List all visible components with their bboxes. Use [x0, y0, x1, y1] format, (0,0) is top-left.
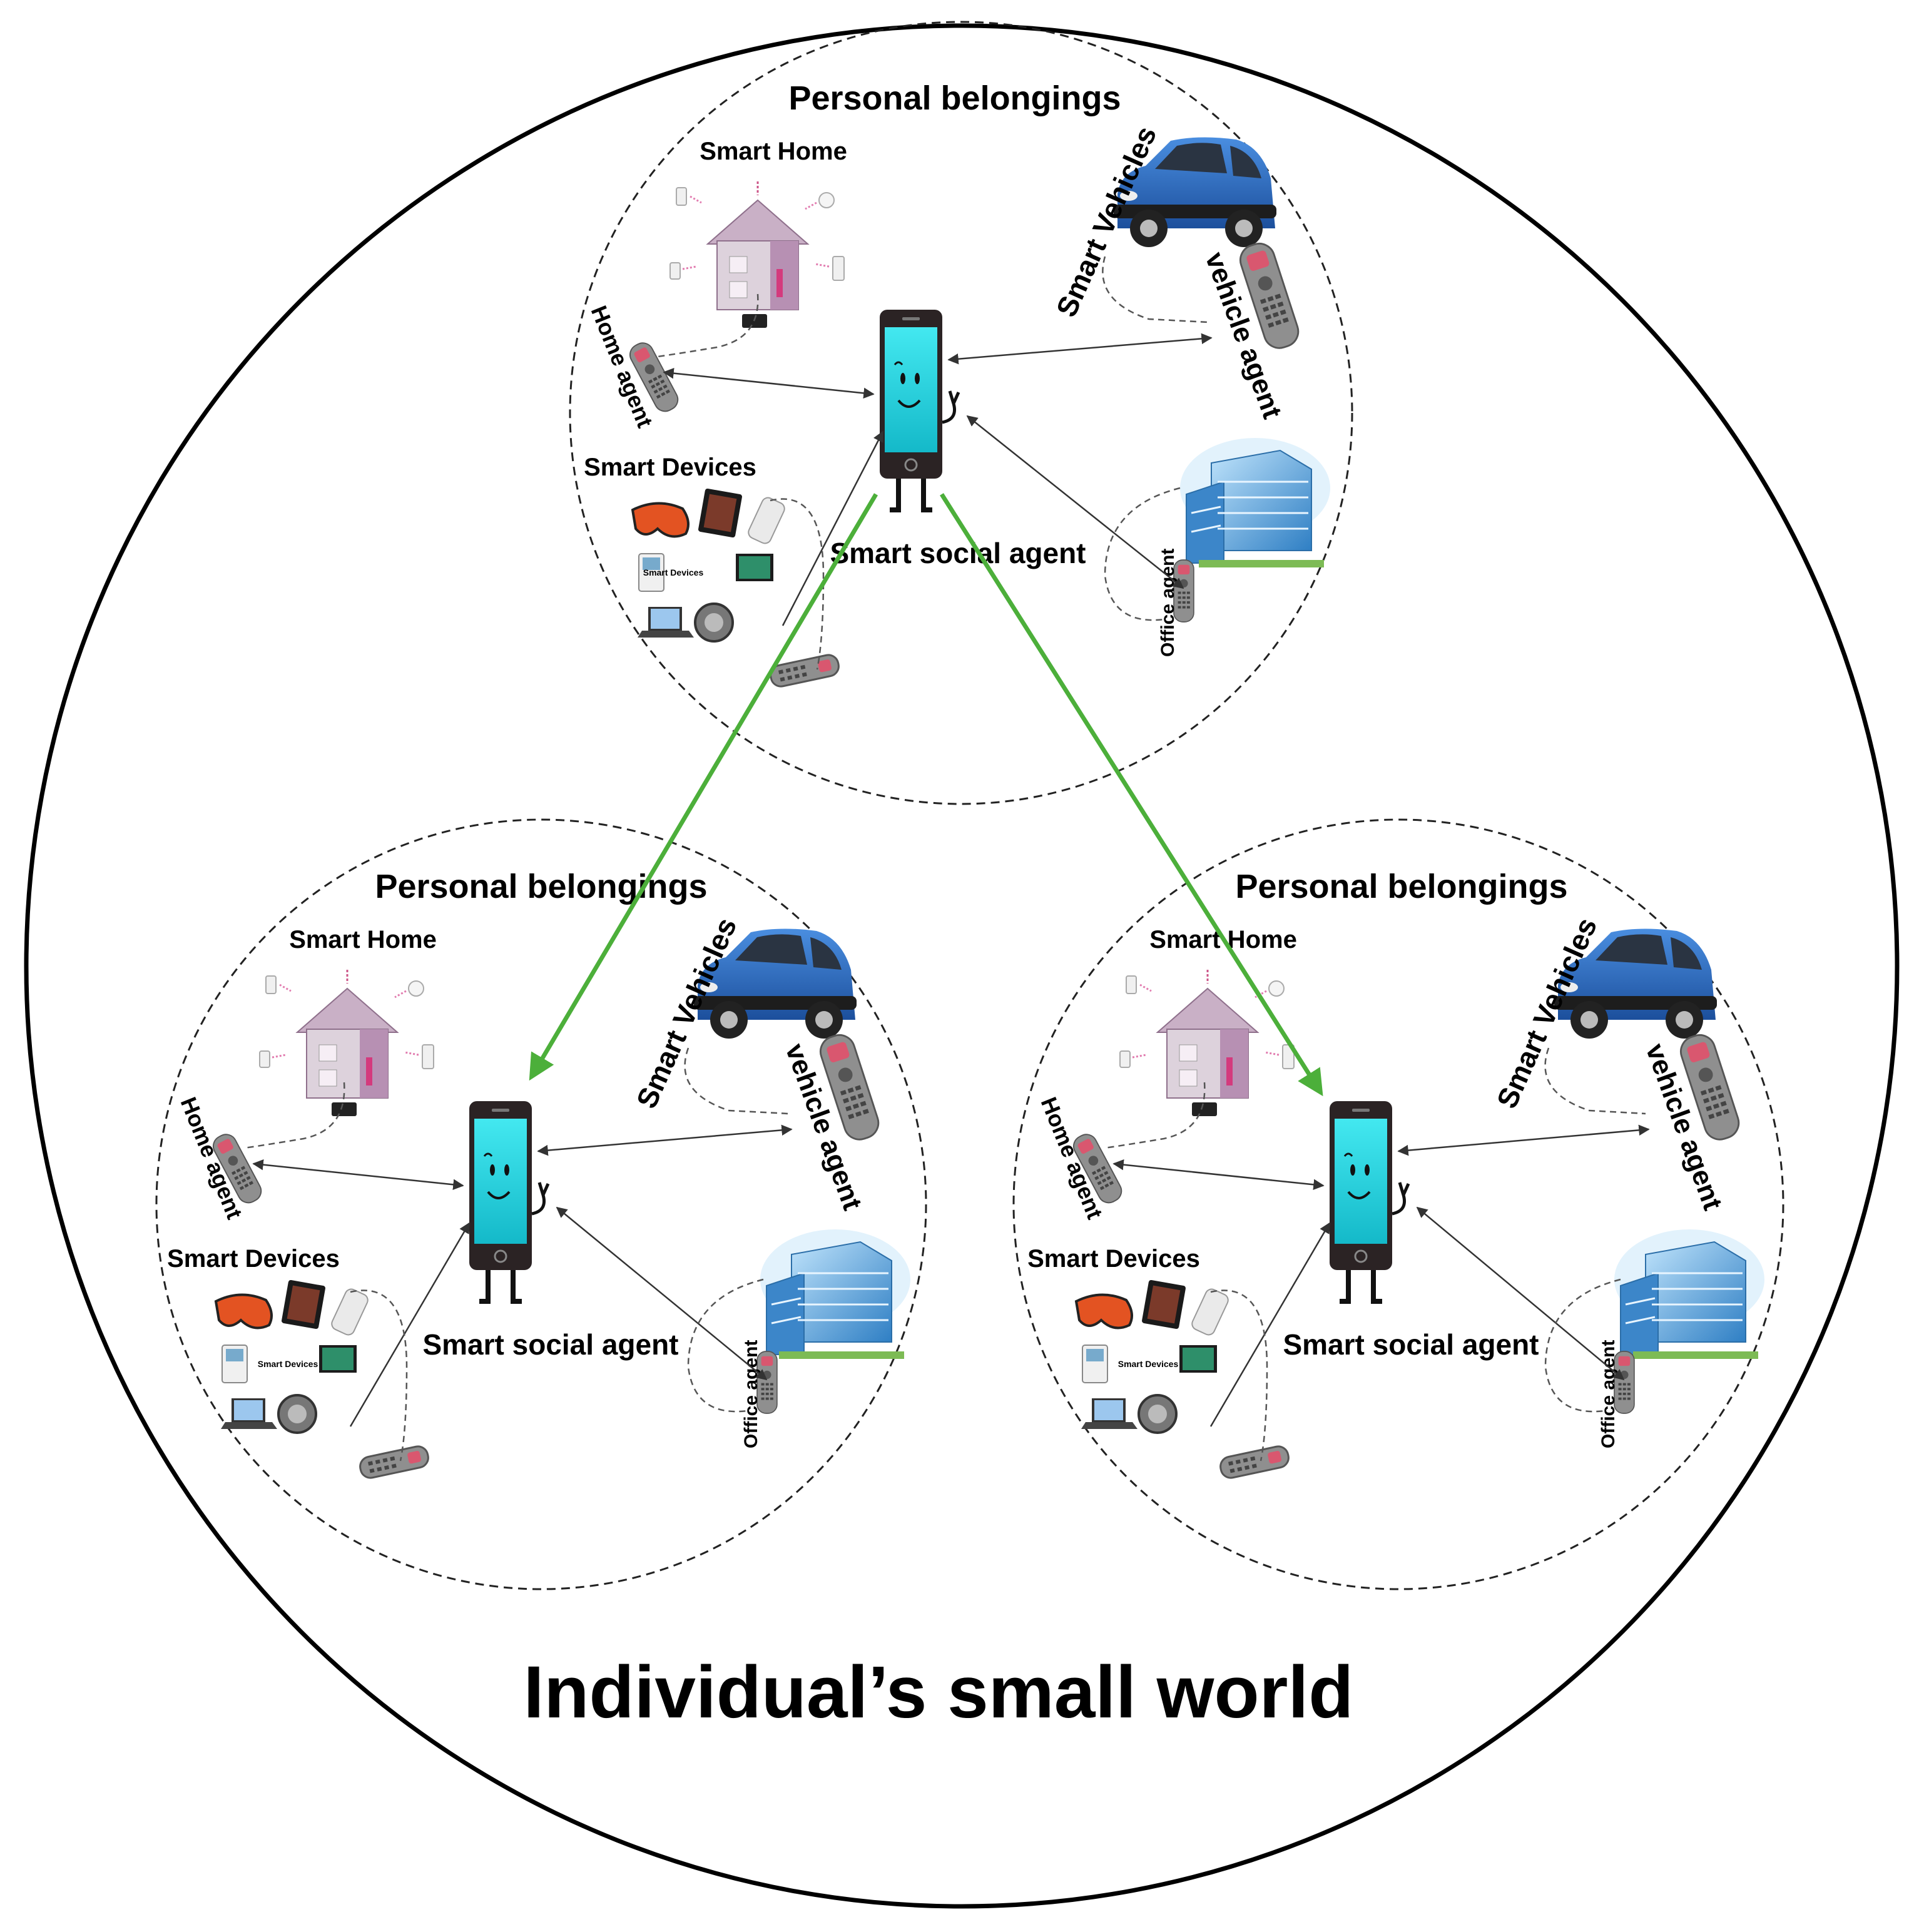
smart-home-label: Smart Home: [289, 926, 437, 953]
smart-devices-panel-label: Smart Devices: [258, 1359, 318, 1369]
small-world-boundary: [24, 23, 1900, 1909]
home-dash-link: [1104, 1082, 1206, 1149]
office-agent-link: [556, 1206, 768, 1381]
smart-home-label: Smart Home: [700, 138, 847, 165]
home-dash-link: [657, 293, 759, 358]
belongings-group-top: Personal belongings Smart Home Smart Veh…: [569, 21, 1353, 805]
office-building-icon: [759, 1228, 912, 1360]
group-heading: Personal belongings: [375, 868, 707, 905]
group-heading: Personal belongings: [1235, 868, 1567, 905]
vehicle-dash-link: [684, 1047, 789, 1115]
smart-devices-panel-label: Smart Devices: [643, 567, 704, 577]
home-agent-link: [1112, 1159, 1325, 1191]
office-agent-label: Office agent: [1598, 1340, 1619, 1448]
smart-social-agent-icon: [1330, 1101, 1408, 1301]
vehicle-dash-link: [1544, 1047, 1646, 1115]
group-heading: Personal belongings: [788, 79, 1121, 117]
devices-dash-link: [770, 498, 825, 670]
smart-devices-icon: [215, 1278, 372, 1434]
devices-remote-icon: [357, 1443, 431, 1481]
devices-agent-link: [349, 1222, 471, 1427]
devices-agent-link: [1209, 1222, 1331, 1427]
smart-social-agent-icon: [880, 310, 959, 510]
vehicle-dash-link: [1102, 256, 1209, 323]
social-link-top-to-right: [940, 493, 1323, 1097]
belongings-boundary: [569, 21, 1353, 805]
home-agent-link: [663, 367, 875, 399]
office-agent-label: Office agent: [1158, 549, 1178, 657]
diagram-title: Individual’s small world: [524, 1651, 1354, 1734]
smart-home-icon: [1119, 969, 1295, 1117]
belongings-group-right: Personal belongings Smart Home Smart Veh…: [1012, 818, 1784, 1590]
home-dash-link: [243, 1082, 345, 1149]
smart-devices-label: Smart Devices: [167, 1245, 340, 1273]
vehicle-agent-link: [947, 333, 1213, 365]
smart-devices-label: Smart Devices: [1027, 1245, 1200, 1273]
smart-devices-icon: [1075, 1278, 1232, 1434]
vehicle-agent-link: [1397, 1124, 1650, 1156]
office-agent-link: [966, 415, 1184, 589]
office-agent-label: Office agent: [741, 1340, 761, 1448]
devices-dash-link: [1210, 1289, 1268, 1462]
smart-devices-panel-label: Smart Devices: [1118, 1359, 1179, 1369]
smart-social-agent-label: Smart social agent: [1283, 1328, 1539, 1361]
vehicle-agent-link: [537, 1124, 793, 1156]
smart-social-agent-label: Smart social agent: [422, 1328, 678, 1361]
office-agent-link: [1416, 1206, 1625, 1381]
office-building-icon: [1179, 437, 1331, 569]
belongings-group-left: Personal belongings Smart Home Smart Veh…: [155, 818, 927, 1590]
devices-dash-link: [350, 1289, 408, 1462]
devices-agent-link: [781, 430, 884, 626]
smart-devices-label: Smart Devices: [584, 454, 756, 481]
social-link-top-to-left: [529, 493, 878, 1081]
office-building-icon: [1613, 1228, 1766, 1360]
smart-devices-icon: [631, 487, 788, 643]
smart-social-agent-label: Smart social agent: [830, 537, 1086, 569]
smart-social-agent-icon: [469, 1101, 548, 1301]
belongings-boundary: [1012, 818, 1784, 1590]
home-agent-link: [252, 1159, 464, 1191]
smart-home-icon: [258, 969, 435, 1117]
devices-remote-icon: [1218, 1443, 1291, 1481]
belongings-boundary: [155, 818, 927, 1590]
